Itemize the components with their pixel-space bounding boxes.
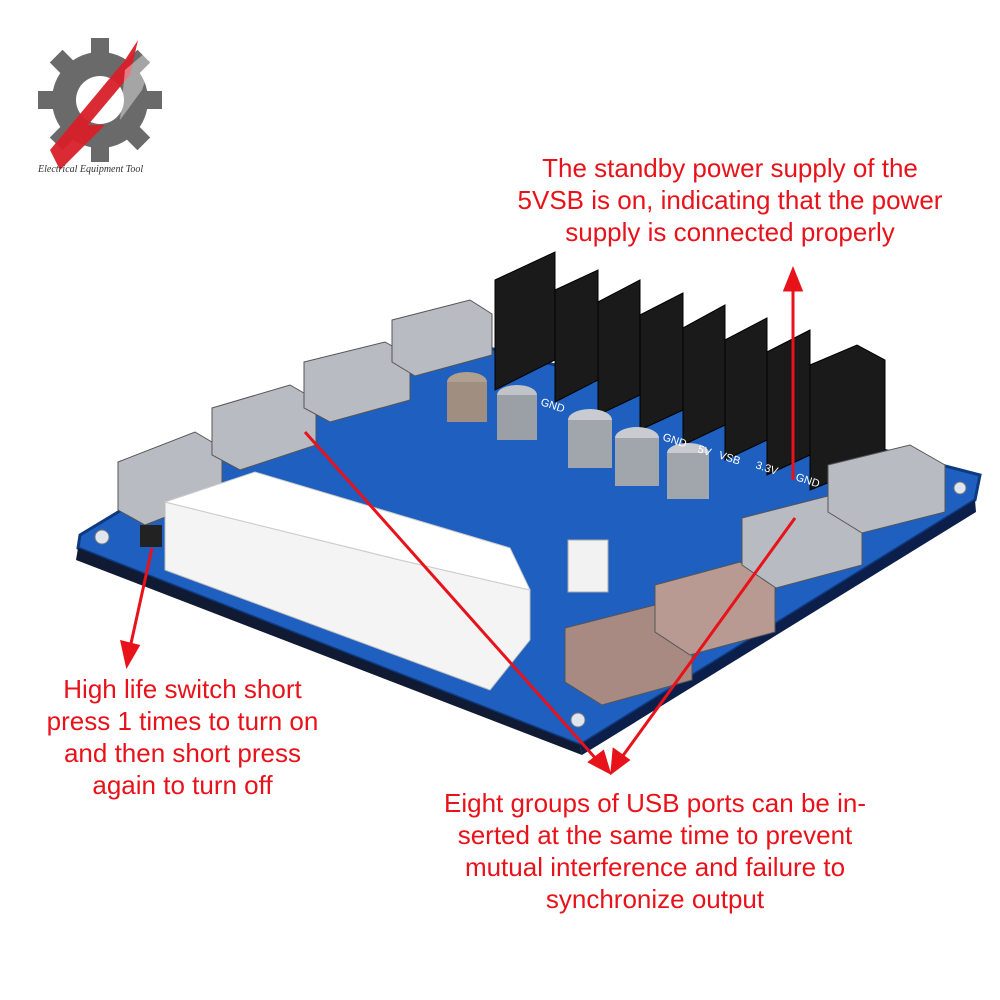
callout-line: and then short press [63,738,302,768]
callout-line: Eight groups of USB ports can be in- [443,788,866,818]
callout-line: High life switch short [63,674,302,704]
callout-line: 5VSB is on, indicating that the power [517,185,943,215]
capacitors [447,372,709,499]
callout-standby: The standby power supply of the 5VSB is … [470,152,990,248]
usb-ports-left [117,299,493,526]
callout-line: mutual interference and failure to [464,852,846,882]
callout-line: The standby power supply of the [542,153,918,183]
callout-usb: Eight groups of USB ports can be in- ser… [390,787,920,915]
jst-connector [567,539,609,593]
callout-switch: High life switch short press 1 times to … [10,673,355,801]
callout-line: serted at the same time to prevent [457,820,853,850]
arrow-switch [128,547,154,649]
power-switch [140,525,162,547]
logo-text: Electrical Equipment Tool [38,164,144,175]
callout-line: again to turn off [92,770,273,800]
callout-line: supply is connected properly [565,217,895,247]
arrow-usb-2 [620,517,797,758]
usb-ports-right [564,444,946,706]
arrow-usb-1 [303,431,599,761]
label-5v: 5V [696,443,713,459]
terminal-block [494,251,886,491]
callout-line: synchronize output [545,884,765,914]
callout-line: press 1 times to turn on [46,706,319,736]
atx-connector [163,471,531,691]
brand-logo [38,38,162,170]
